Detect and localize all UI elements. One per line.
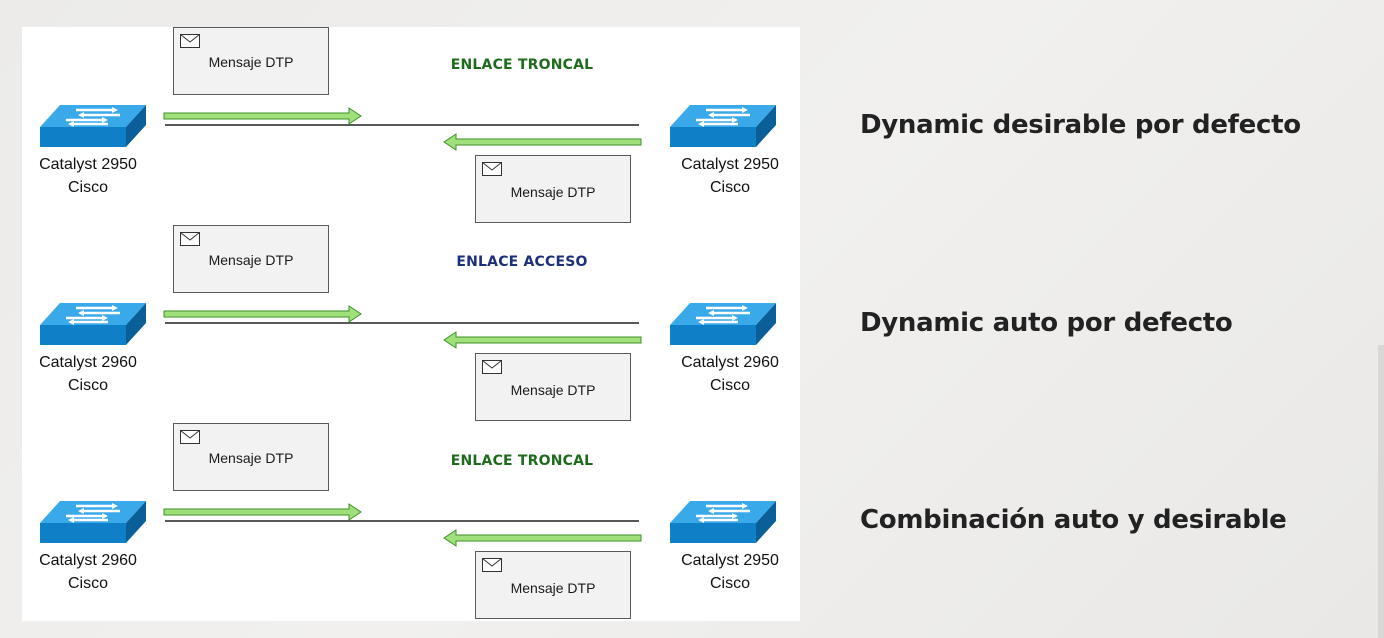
dtp-message-label: Mensaje DTP	[510, 580, 596, 596]
envelope-icon	[180, 232, 200, 246]
network-switch-icon	[670, 501, 776, 543]
envelope-icon	[180, 430, 200, 444]
dtp-message-box: Mensaje DTP	[173, 423, 329, 491]
network-switch-icon	[40, 105, 146, 147]
network-switch-icon	[40, 303, 146, 345]
dtp-message-box: Mensaje DTP	[173, 225, 329, 293]
arrow-right-icon	[163, 305, 362, 323]
arrow-right-icon	[163, 107, 362, 125]
dtp-message-box: Mensaje DTP	[475, 353, 631, 421]
dtp-message-label: Mensaje DTP	[208, 252, 294, 268]
dtp-message-label: Mensaje DTP	[510, 184, 596, 200]
link-cable	[165, 124, 639, 126]
envelope-icon	[180, 34, 200, 48]
arrow-left-icon	[443, 529, 642, 547]
caption-3: Combinación auto y desirable	[860, 505, 1287, 535]
arrow-left-icon	[443, 133, 642, 151]
link-title: ENLACE TRONCAL	[450, 453, 594, 469]
network-switch-icon	[40, 501, 146, 543]
diagram-row-1: Mensaje DTP ENLACE TRONCAL Catalyst 2950…	[22, 27, 800, 225]
dtp-message-box: Mensaje DTP	[475, 155, 631, 223]
link-title: ENLACE ACCESO	[456, 254, 588, 270]
dtp-message-label: Mensaje DTP	[208, 54, 294, 70]
network-switch-icon	[670, 105, 776, 147]
link-cable	[165, 520, 639, 522]
diagram-panel: Mensaje DTP ENLACE TRONCAL Catalyst 2950…	[22, 27, 800, 621]
network-switch-icon	[670, 303, 776, 345]
edge-shadow	[1378, 345, 1384, 638]
envelope-icon	[482, 558, 502, 572]
dtp-message-box: Mensaje DTP	[173, 27, 329, 95]
envelope-icon	[482, 360, 502, 374]
dtp-message-label: Mensaje DTP	[510, 382, 596, 398]
dtp-message-box: Mensaje DTP	[475, 551, 631, 619]
caption-1: Dynamic desirable por defecto	[860, 110, 1301, 140]
link-cable	[165, 322, 639, 324]
link-title: ENLACE TRONCAL	[450, 57, 594, 73]
arrow-right-icon	[163, 503, 362, 521]
arrow-left-icon	[443, 331, 642, 349]
dtp-message-label: Mensaje DTP	[208, 450, 294, 466]
envelope-icon	[482, 162, 502, 176]
diagram-row-3: Mensaje DTP ENLACE TRONCAL Catalyst 2960…	[22, 423, 800, 621]
caption-2: Dynamic auto por defecto	[860, 308, 1233, 338]
